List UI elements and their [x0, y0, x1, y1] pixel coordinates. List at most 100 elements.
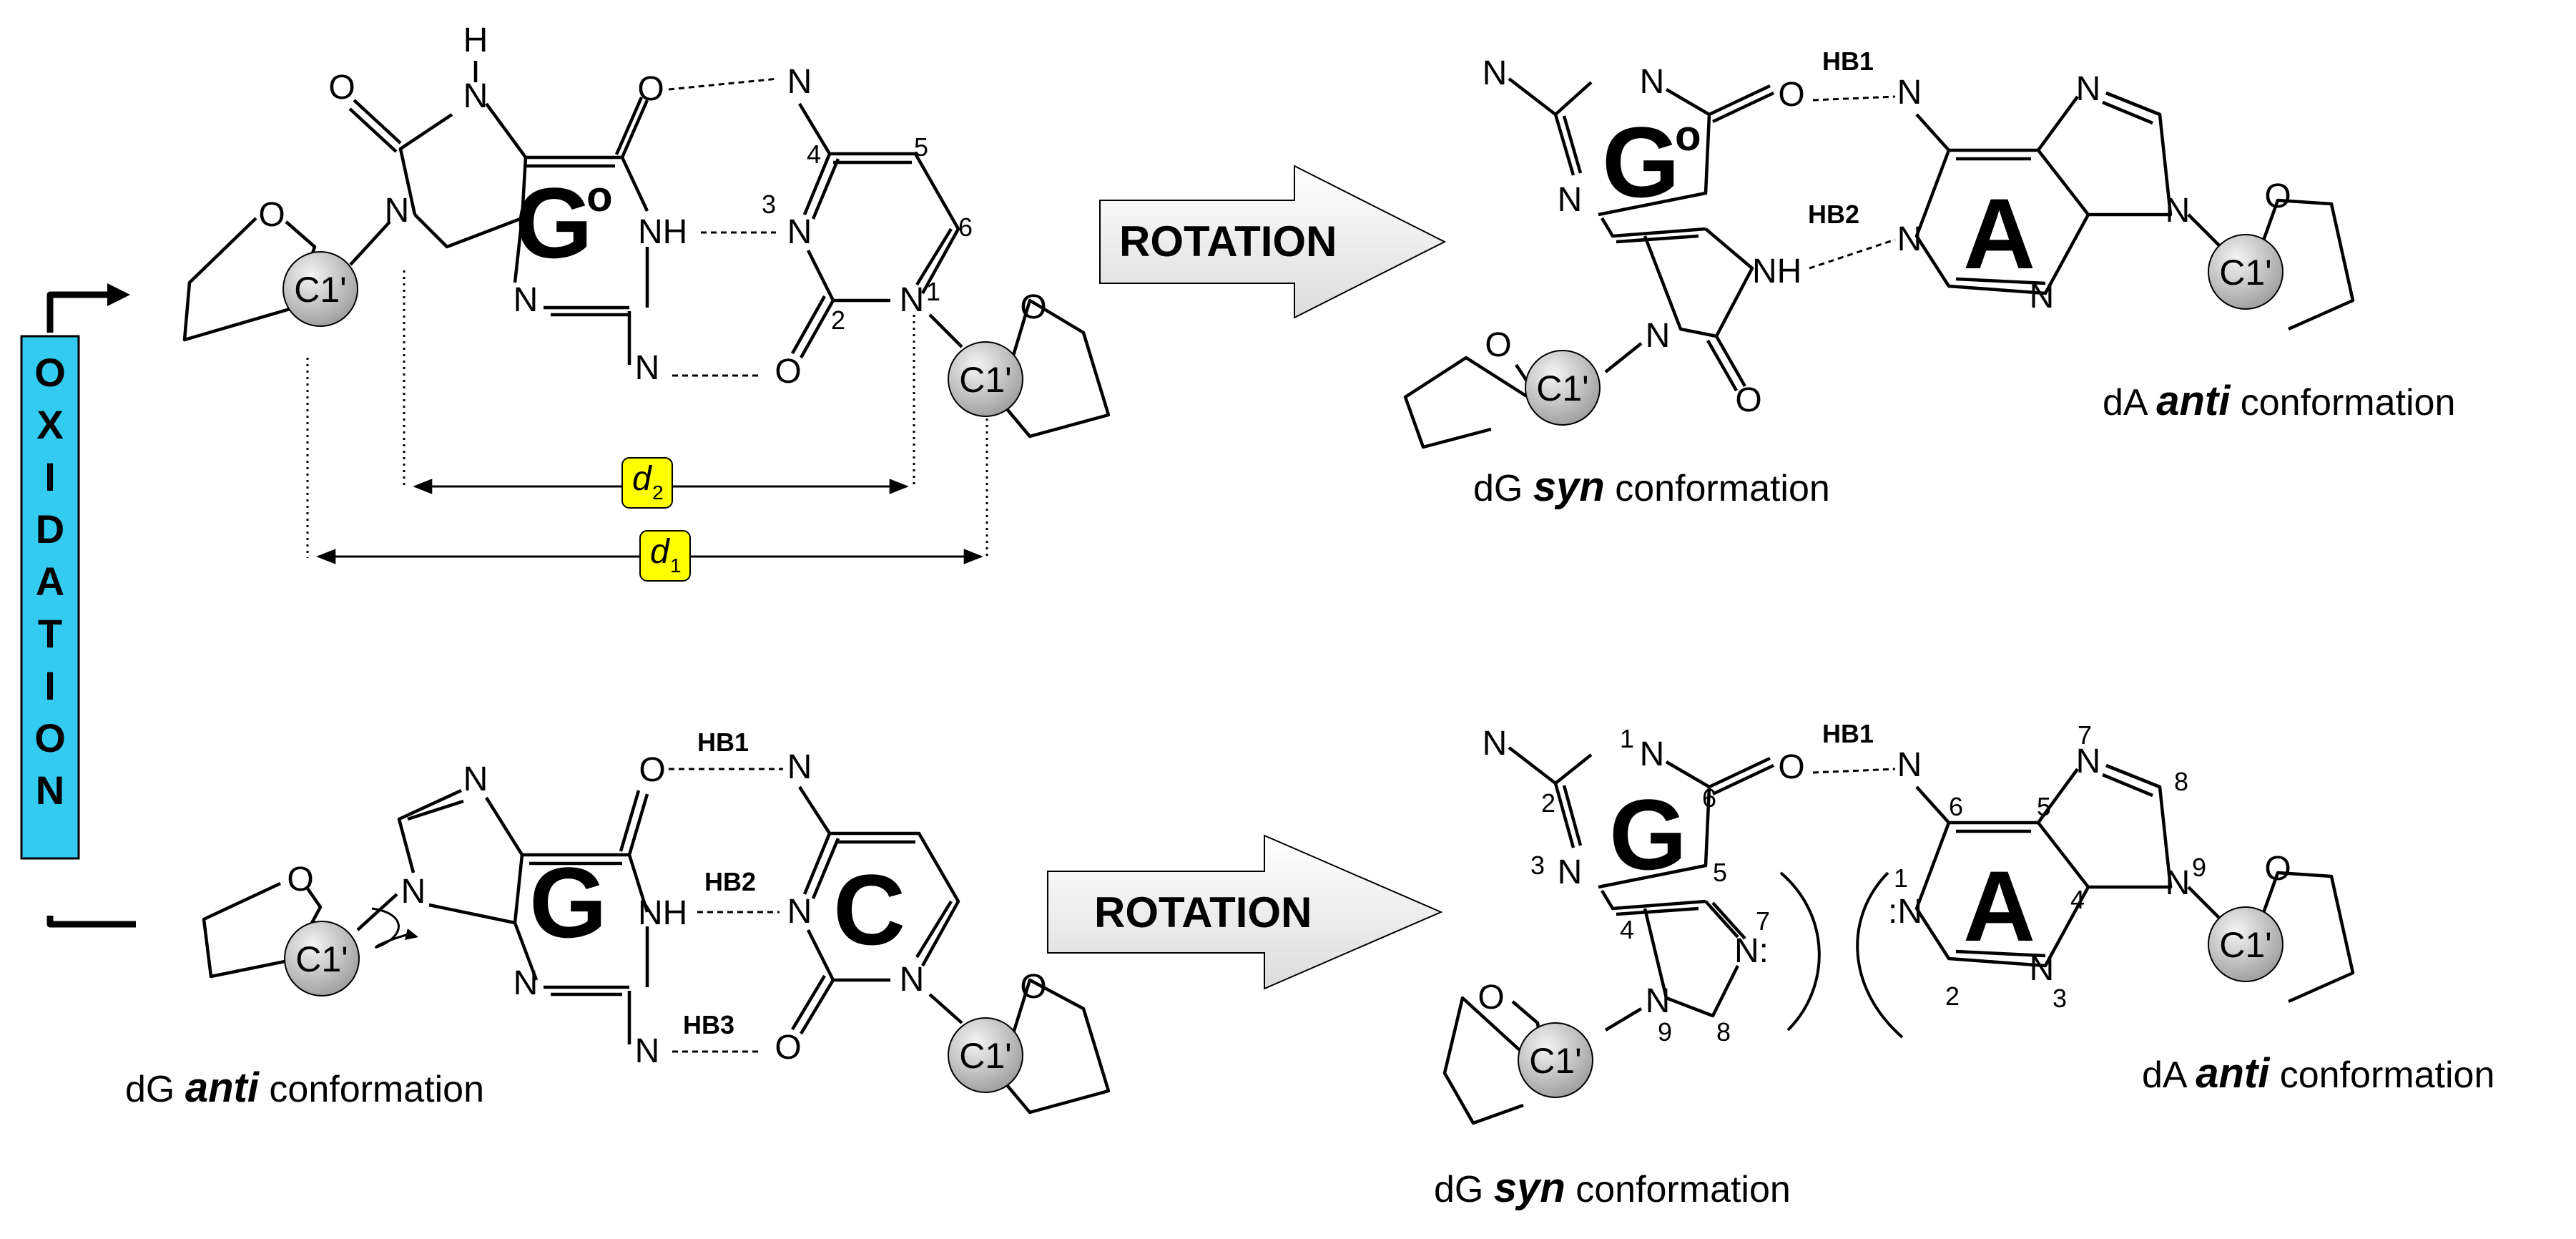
atom-n: N [1897, 746, 1922, 784]
atom-o: O [328, 69, 355, 107]
caption-dg-syn: dG syn conformation [1434, 1165, 1791, 1211]
sugar-ring: O C1' [948, 288, 1111, 439]
sugar-c1-label: C1' [959, 1036, 1011, 1076]
oxidation-box [20, 335, 80, 860]
oxidation-letter: A [36, 559, 64, 604]
atom-n: N [2165, 192, 2191, 230]
oxidation-letter: I [44, 454, 56, 499]
ring-number: 3 [1530, 851, 1545, 880]
sugar-c1-sphere [284, 921, 360, 996]
ring-number: 4 [807, 139, 821, 169]
caption-da-anti: dA anti conformation [2103, 378, 2455, 424]
atom-n: N [1646, 982, 1671, 1020]
atom-n-lone-pair: :N [1888, 893, 1922, 931]
sugar-ring: O C1' [1442, 979, 1593, 1125]
atom-o: O [639, 751, 665, 789]
atom-nh: NH [1752, 253, 1801, 290]
ring-number: 8 [1716, 1017, 1731, 1047]
atom-n: N [1483, 54, 1508, 92]
sugar-ring: O C1' [2208, 850, 2355, 1004]
sugar-c1-sphere [2208, 906, 2284, 982]
ring-number: 5 [914, 132, 928, 162]
sugar-c1-label: C1' [959, 360, 1011, 400]
base-label-c: C [833, 853, 905, 966]
bottom-left-pair: O C1' N N O NH N N G HB1 HB2 HB3 N N N O… [125, 728, 1111, 1115]
atom-nh: NH [638, 213, 687, 251]
sugar-ring: O C1' [1403, 326, 1601, 449]
atom-n: N [1558, 853, 1583, 891]
atom-n: N [463, 760, 488, 798]
atom-h: H [463, 21, 488, 59]
atom-n: N [2030, 950, 2055, 988]
ring-number: 7 [1756, 906, 1770, 936]
svg-text:d: d [650, 533, 670, 571]
hb-label: HB1 [697, 728, 749, 757]
sugar-c1-sphere [1518, 1022, 1593, 1098]
ring-number: 6 [958, 212, 973, 242]
sugar-c1-sphere [948, 341, 1023, 417]
oxidation-letter: I [44, 663, 56, 708]
base-label-superscript: o [1675, 112, 1701, 160]
ring-number: 9 [1658, 1017, 1672, 1047]
sugar-c1-label: C1' [2219, 925, 2271, 965]
rotation-label: ROTATION [1119, 217, 1337, 265]
svg-text:d: d [632, 460, 652, 498]
sugar-ring: O C1' [2208, 177, 2355, 331]
atom-n: N [787, 893, 812, 931]
oxidation-indicator: O X I D A T I O N [20, 283, 136, 928]
atom-n: N [2165, 864, 2191, 902]
sugar-c1-sphere [1525, 350, 1601, 426]
distance-label-d2: d 2 [621, 457, 673, 509]
atom-o: O [1778, 748, 1804, 786]
sugar-c1-sphere [948, 1017, 1023, 1093]
sugar-ring: O C1' [948, 968, 1111, 1115]
ring-oxygen: O [1020, 288, 1046, 326]
oxidation-letter: O [34, 715, 66, 760]
atom-n: N [635, 349, 660, 387]
ring-number: 3 [2053, 984, 2067, 1013]
ring-number: 6 [1949, 792, 1963, 821]
sugar-c1-label: C1' [1529, 1041, 1581, 1081]
sugar-ring: O C1' [202, 861, 418, 996]
ring-number: 6 [1702, 783, 1716, 813]
atom-n: N [1646, 317, 1671, 355]
sugar-c1-label: C1' [294, 270, 346, 310]
atom-n: N [385, 192, 410, 230]
ring-number: 1 [1620, 724, 1634, 753]
ring-oxygen: O [1020, 968, 1046, 1006]
atom-n: N [1897, 74, 1922, 112]
base-label-g-oxo: G [515, 167, 593, 279]
sugar-c1-label: C1' [1536, 368, 1588, 408]
atom-n: N [1640, 63, 1665, 101]
atom-n: N [635, 1032, 660, 1070]
rotation-label: ROTATION [1094, 888, 1312, 936]
atom-n: N [1897, 220, 1922, 258]
oxidation-letter: T [38, 611, 62, 656]
ring-number: 9 [2192, 853, 2206, 882]
base-label-g: G [1609, 778, 1687, 891]
hb-label: HB1 [1822, 46, 1874, 76]
ring-oxygen: O [287, 861, 313, 898]
ring-number: 8 [2174, 767, 2188, 796]
svg-text:1: 1 [670, 554, 682, 577]
caption-da-anti: dA anti conformation [2142, 1050, 2494, 1097]
ring-number: 3 [762, 190, 776, 219]
oxidation-letter: D [36, 506, 64, 552]
oxidation-letter: O [34, 350, 66, 395]
sugar-c1-label: C1' [295, 939, 348, 979]
oxidation-letters: O X I D A T I O N [34, 350, 66, 813]
atom-n: N [787, 748, 812, 786]
ring-number: 4 [2070, 885, 2085, 914]
base-label-a: A [1963, 177, 2035, 290]
ring-number: 7 [2078, 720, 2092, 750]
bottom-right-pair: N N N O G N: N 1 2 3 4 5 6 7 8 9 O C1' H… [1434, 719, 2494, 1211]
ring-number: 2 [831, 305, 845, 335]
atom-o: O [775, 353, 801, 391]
sugar-c1-label: C1' [2219, 253, 2271, 293]
hb-label: HB2 [1808, 200, 1859, 229]
svg-text:2: 2 [652, 481, 664, 504]
atom-n: N [900, 281, 925, 319]
base-label-g: G [529, 846, 607, 959]
ring-oxygen: O [1478, 979, 1504, 1017]
